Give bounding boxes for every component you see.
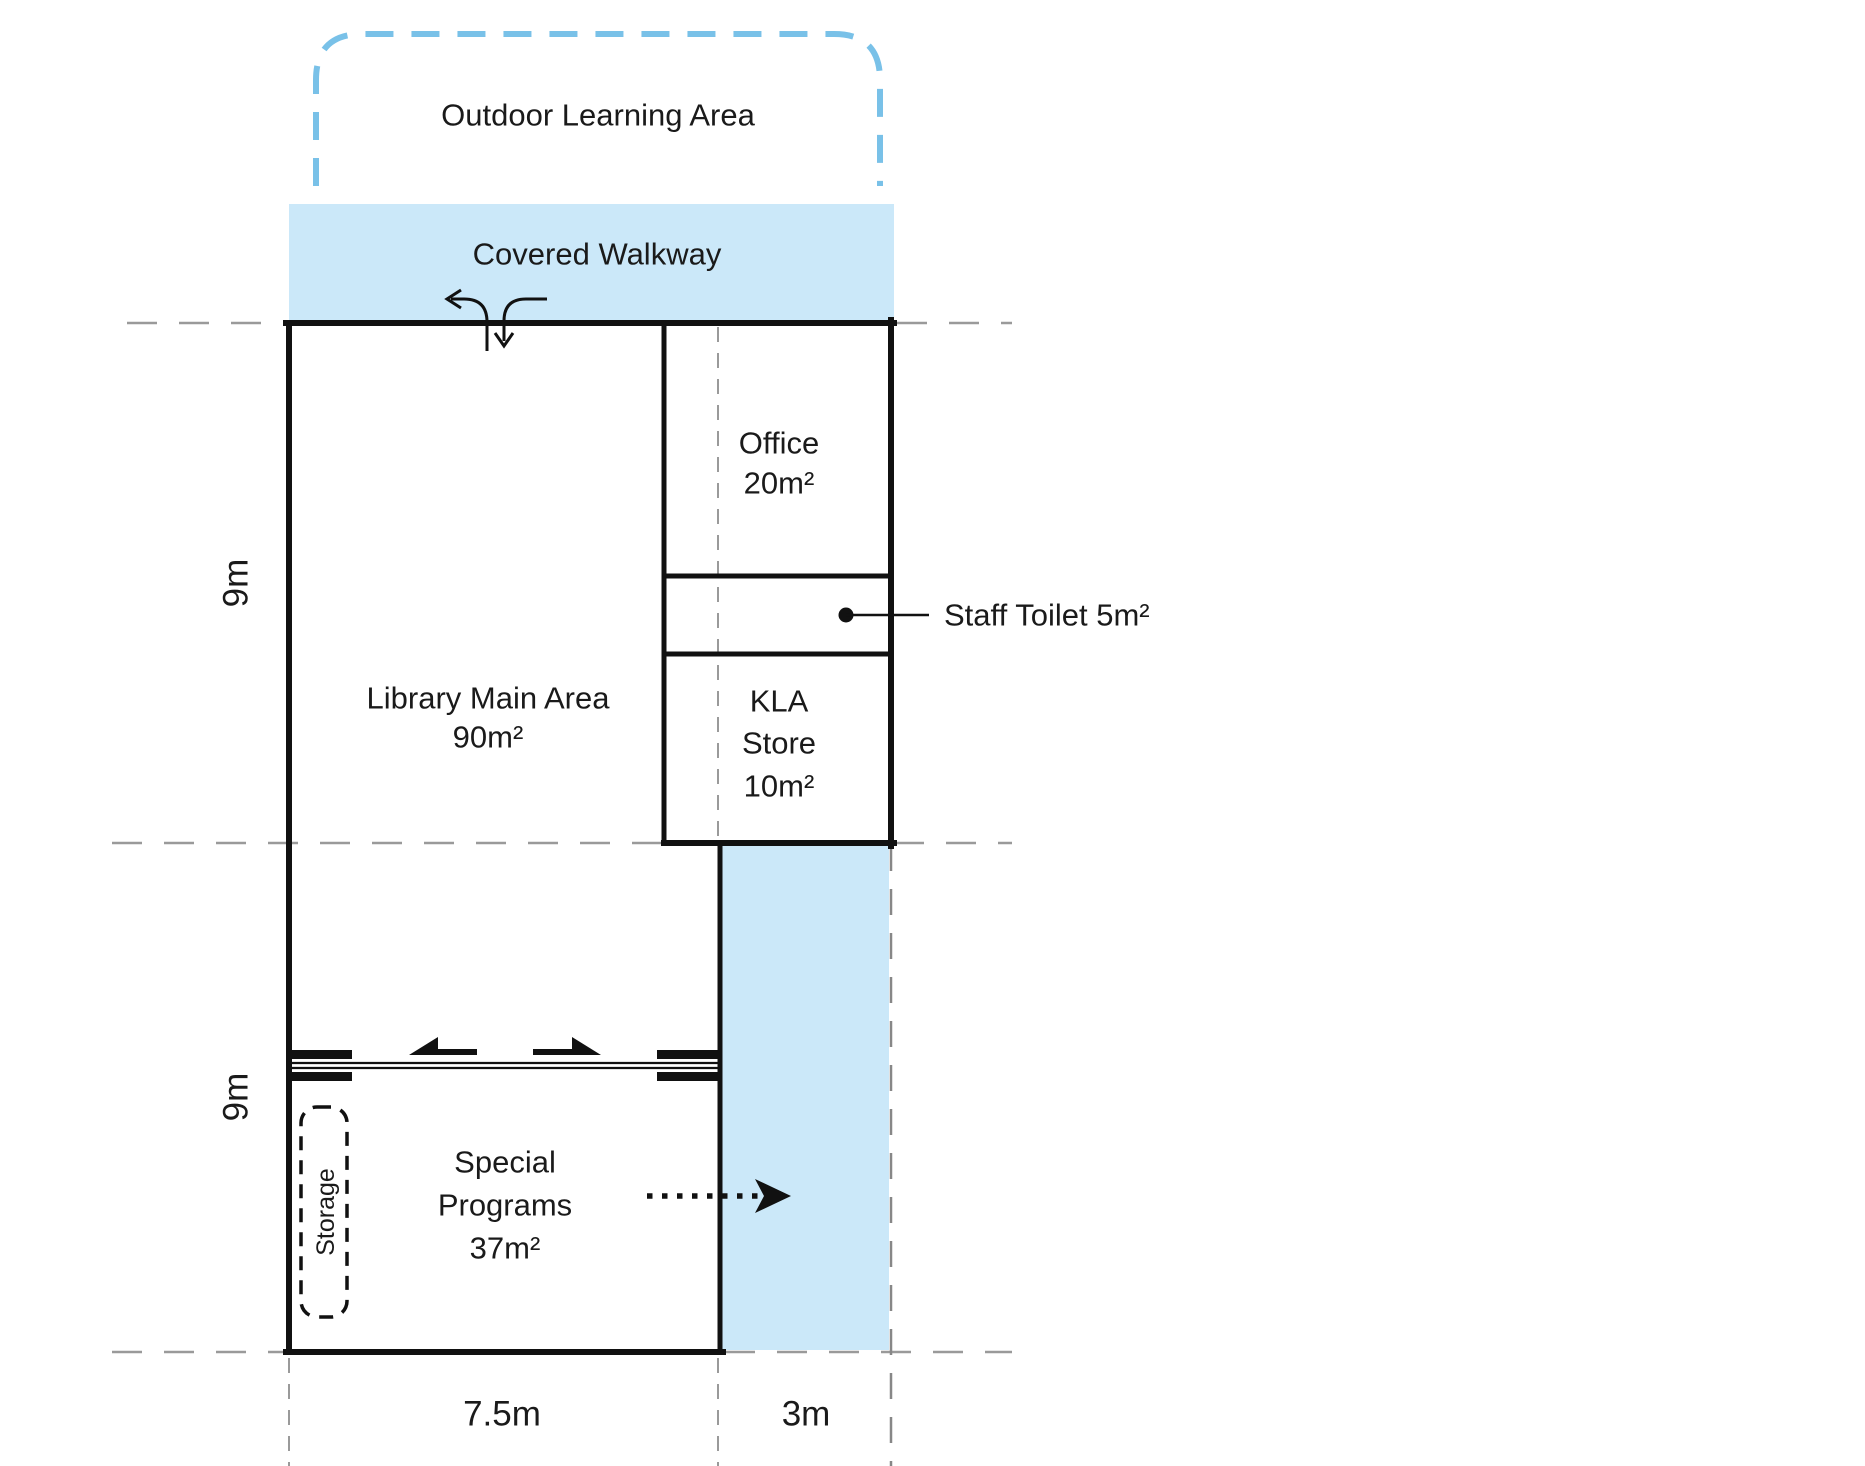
kla-store-room-label: KLA Store 10m² xyxy=(742,684,816,804)
kla-store-area-label: 10m² xyxy=(744,769,815,804)
grid-lines xyxy=(112,321,1012,1354)
special-programs-area-label: 37m² xyxy=(470,1231,541,1266)
office-name-label: Office xyxy=(739,426,819,461)
entry-arrow-down-head-icon xyxy=(493,332,515,349)
flow-arrow xyxy=(647,1179,791,1213)
flow-arrow-head-icon xyxy=(755,1179,791,1213)
staff-toilet-callout: Staff Toilet 5m² xyxy=(838,598,1150,633)
operable-wall-pocket-right-top xyxy=(657,1050,718,1059)
operable-wall-pocket-left-top xyxy=(291,1050,352,1059)
dim-side-width-label: 3m xyxy=(782,1395,831,1434)
covered-walkway-zone xyxy=(289,204,894,325)
dimension-labels: 9m 9m 7.5m 3m xyxy=(217,559,831,1434)
entry-arrow-left xyxy=(451,297,489,351)
side-walkway-zone xyxy=(722,845,889,1350)
covered-walkway-label: Covered Walkway xyxy=(473,237,722,272)
slide-arrow-left-icon xyxy=(409,1037,477,1055)
library-room-label: Library Main Area 90m² xyxy=(367,681,611,755)
outdoor-learning-area-label: Outdoor Learning Area xyxy=(441,98,755,133)
special-programs-line2-label: Programs xyxy=(438,1188,572,1223)
kla-store-line1-label: KLA xyxy=(750,684,809,719)
operable-wall xyxy=(289,1037,718,1081)
office-area-label: 20m² xyxy=(744,466,815,501)
grid-lines-vertical xyxy=(288,327,719,1466)
entry-arrow-left-head-icon xyxy=(444,288,462,310)
special-programs-room-label: Special Programs 37m² xyxy=(438,1145,572,1266)
dim-upper-height-label: 9m xyxy=(217,559,256,608)
entry-arrow-down xyxy=(502,297,547,341)
special-programs-line1-label: Special xyxy=(454,1145,556,1180)
dim-lower-height-label: 9m xyxy=(217,1073,256,1122)
slide-arrow-right-icon xyxy=(533,1037,601,1055)
building-walls xyxy=(283,317,897,1355)
office-room-label: Office 20m² xyxy=(739,426,819,501)
kla-store-line2-label: Store xyxy=(742,726,816,761)
library-area-label: 90m² xyxy=(453,720,524,755)
storage-closet: Storage xyxy=(299,1105,349,1319)
outdoor-learning-area-outline xyxy=(313,31,883,186)
entry-arrows xyxy=(444,288,547,351)
library-name-label: Library Main Area xyxy=(367,681,611,716)
dim-main-width-label: 7.5m xyxy=(463,1395,541,1434)
operable-wall-pocket-left-bottom xyxy=(291,1072,352,1081)
staff-toilet-label: Staff Toilet 5m² xyxy=(944,598,1150,633)
storage-closet-outline xyxy=(299,1105,349,1319)
storage-label: Storage xyxy=(312,1168,340,1256)
operable-wall-pocket-right-bottom xyxy=(657,1072,718,1081)
